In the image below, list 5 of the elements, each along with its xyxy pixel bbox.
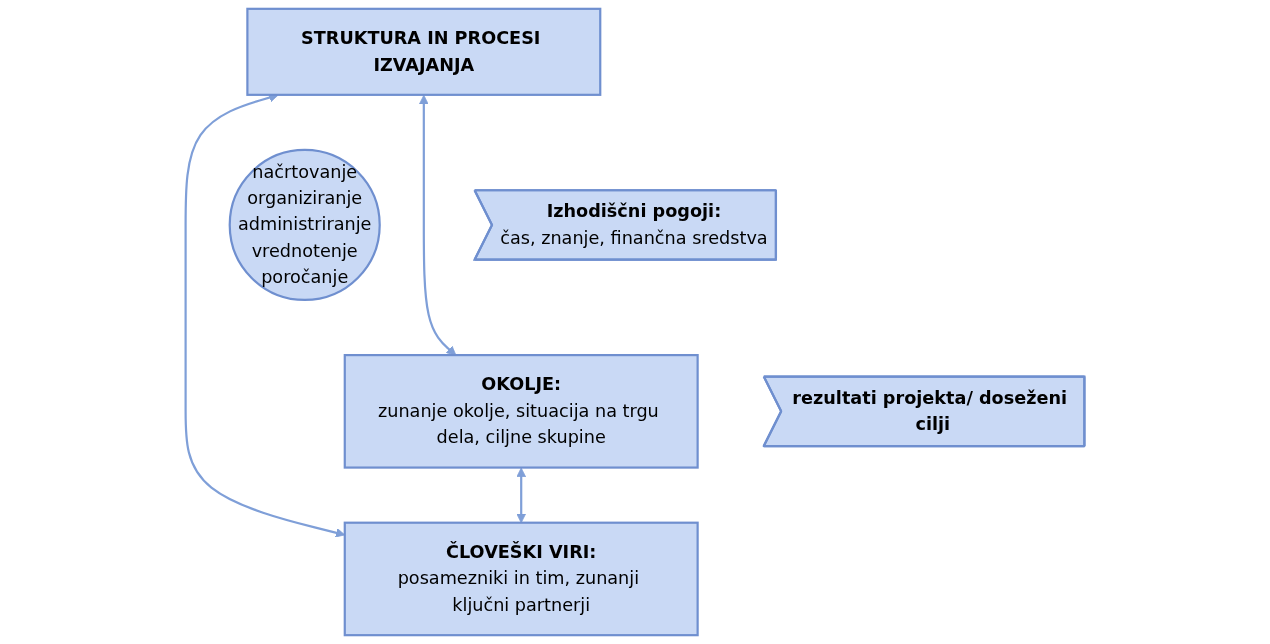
node-circle: načrtovanje organiziranje administriranje vrednotenje poročanje	[228, 148, 381, 302]
node-box: ČLOVEŠKI VIRI: posamezniki in tim, zunanji ključni partnerji	[343, 521, 699, 637]
node-box: OKOLJE: zunanje okolje, situacija na trgu dela, ciljne skupine	[343, 354, 699, 469]
node-box: STRUKTURA IN PROCESI IZVAJANJA	[246, 7, 602, 96]
arrow	[418, 94, 457, 356]
